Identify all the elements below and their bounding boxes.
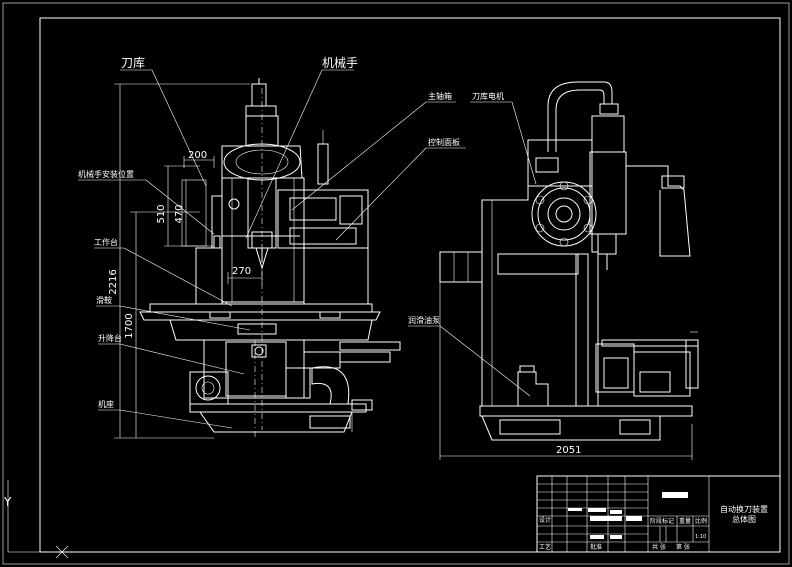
label-slide-saddle: 滑鞍 xyxy=(96,295,112,305)
callout-labels: 刀库 机械手 机械手安装位置 工作台 滑鞍 升降台 机座 主轴箱 刀库电机 控制… xyxy=(78,55,504,409)
title-block xyxy=(536,475,781,553)
label-base: 机座 xyxy=(98,399,114,409)
front-view xyxy=(139,78,401,440)
tb-scale-value: 1:10 xyxy=(695,534,706,540)
label-lube-pump: 润滑油泵 xyxy=(408,315,440,325)
dim-2216: 2216 xyxy=(108,269,119,294)
drawing-title-line2: 总体图 xyxy=(732,514,756,524)
tb-weight: 重量 xyxy=(679,517,691,525)
dim-270: 270 xyxy=(232,266,251,277)
tb-stage-mark: 阶段标记 xyxy=(650,517,674,525)
dim-470: 470 xyxy=(174,204,185,223)
ucs-axis-icon: Y xyxy=(3,480,70,559)
tb-design: 设计 xyxy=(539,516,551,524)
drawing-frame xyxy=(39,17,781,553)
label-spindle-box: 主轴箱 xyxy=(428,91,452,101)
title-block-text: 自动换刀装置 总体图 阶段标记 重量 比例 1:10 共 张 第 张 设计 工艺… xyxy=(539,504,768,551)
dim-510: 510 xyxy=(156,204,167,223)
dim-1700: 1700 xyxy=(124,313,135,338)
dim-2051: 2051 xyxy=(556,445,581,456)
ucs-y-label: Y xyxy=(3,495,12,509)
label-lifting-table: 升降台 xyxy=(98,333,122,343)
drawing-title-line1: 自动换刀装置 xyxy=(720,504,768,514)
dimension-values: 2216 1700 510 470 200 270 2051 xyxy=(108,150,581,456)
tb-sheets-total: 共 张 xyxy=(652,543,666,551)
dim-200: 200 xyxy=(188,150,207,161)
tb-process: 工艺 xyxy=(539,543,551,551)
label-manipulator-mount: 机械手安装位置 xyxy=(78,169,134,179)
label-control-panel: 控制面板 xyxy=(428,137,460,147)
side-view xyxy=(439,81,699,441)
tb-ratio: 比例 xyxy=(695,517,707,525)
tb-sheet-no: 第 张 xyxy=(676,543,690,551)
label-manipulator: 机械手 xyxy=(322,55,358,70)
tb-approve: 批准 xyxy=(590,543,602,551)
label-magazine-motor: 刀库电机 xyxy=(472,91,504,101)
label-tool-magazine: 刀库 xyxy=(121,55,145,70)
dimension-lines xyxy=(114,83,693,460)
label-worktable: 工作台 xyxy=(94,237,118,247)
leader-lines xyxy=(78,69,537,429)
